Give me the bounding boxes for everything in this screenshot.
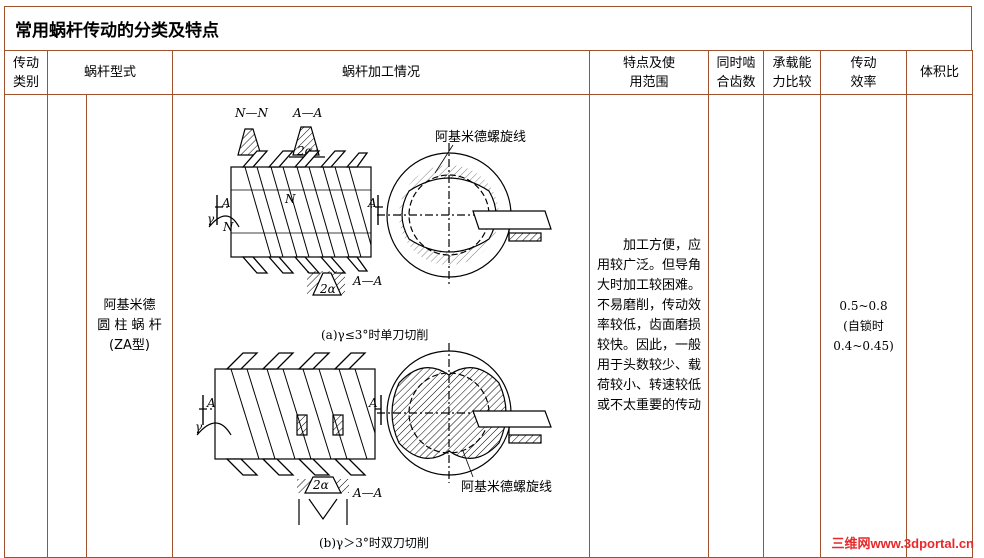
label-alpha-b: 2α <box>312 478 329 492</box>
header-machining: 蜗杆加工情况 <box>172 50 591 95</box>
label-n-bottom: N <box>222 220 234 234</box>
worm-machining-diagram: N—N A—A 2α <box>195 106 552 550</box>
cell-worm-type: 阿基米德圆 柱 蜗 杆(ZA型) <box>85 94 174 558</box>
cell-machining-figure: N—N A—A 2α <box>172 94 591 558</box>
header-worm-type: 蜗杆型式 <box>46 50 174 95</box>
caption-b: (b)γ＞3°时双刀切削 <box>319 536 429 550</box>
header-row: 传动类别 蜗杆型式 蜗杆加工情况 特点及使用范围 同时啮合齿数 承载能力比较 传… <box>4 50 974 95</box>
table-row: 阿基米德圆 柱 蜗 杆(ZA型) N—N A—A <box>4 94 974 558</box>
cell-drive-type <box>4 94 48 558</box>
header-mesh-teeth: 同时啮合齿数 <box>708 50 765 95</box>
label-nn: N—N <box>234 106 269 120</box>
label-a-left: A <box>221 196 231 210</box>
header-load: 承载能力比较 <box>763 50 822 95</box>
label-aa-bot: A—A <box>352 486 383 500</box>
label-gamma-top: γ <box>207 212 215 226</box>
header-features: 特点及使用范围 <box>589 50 710 95</box>
label-a-right-b: A <box>368 396 378 410</box>
watermark: 三维网www.3dportal.cn <box>831 536 974 551</box>
cell-volume <box>906 94 974 558</box>
cell-blank <box>47 94 87 558</box>
label-aa-top: A—A <box>292 106 323 120</box>
cell-mesh-teeth <box>708 94 765 558</box>
page-title: 常用蜗杆传动的分类及特点 <box>4 6 972 50</box>
header-volume: 体积比 <box>906 50 974 95</box>
caption-a: (a)γ≤3°时单刀切削 <box>321 328 428 342</box>
label-spiral-top: 阿基米德螺旋线 <box>435 130 526 145</box>
header-efficiency: 传动效率 <box>820 50 908 95</box>
label-a-right: A <box>367 196 377 210</box>
cell-features: 加工方便，应用较广泛。但导角大时加工较困难。不易磨削，传动效率较低，齿面磨损较快… <box>589 94 710 558</box>
cell-load <box>763 94 822 558</box>
label-alpha-bottom: 2α <box>319 282 336 296</box>
label-n-top: N <box>284 192 296 206</box>
label-a-left-b: A <box>206 396 216 410</box>
header-drive-type: 传动类别 <box>4 50 48 95</box>
label-spiral-bottom: 阿基米德螺旋线 <box>461 480 552 495</box>
diagram-b: A A γ 2α A—A <box>195 343 552 550</box>
worm-table: 传动类别 蜗杆型式 蜗杆加工情况 特点及使用范围 同时啮合齿数 承载能力比较 传… <box>4 50 974 558</box>
label-gamma-bottom: γ <box>195 420 203 434</box>
label-aa-mid: A—A <box>352 274 383 288</box>
diagram-a: N—N A—A 2α <box>207 106 552 342</box>
